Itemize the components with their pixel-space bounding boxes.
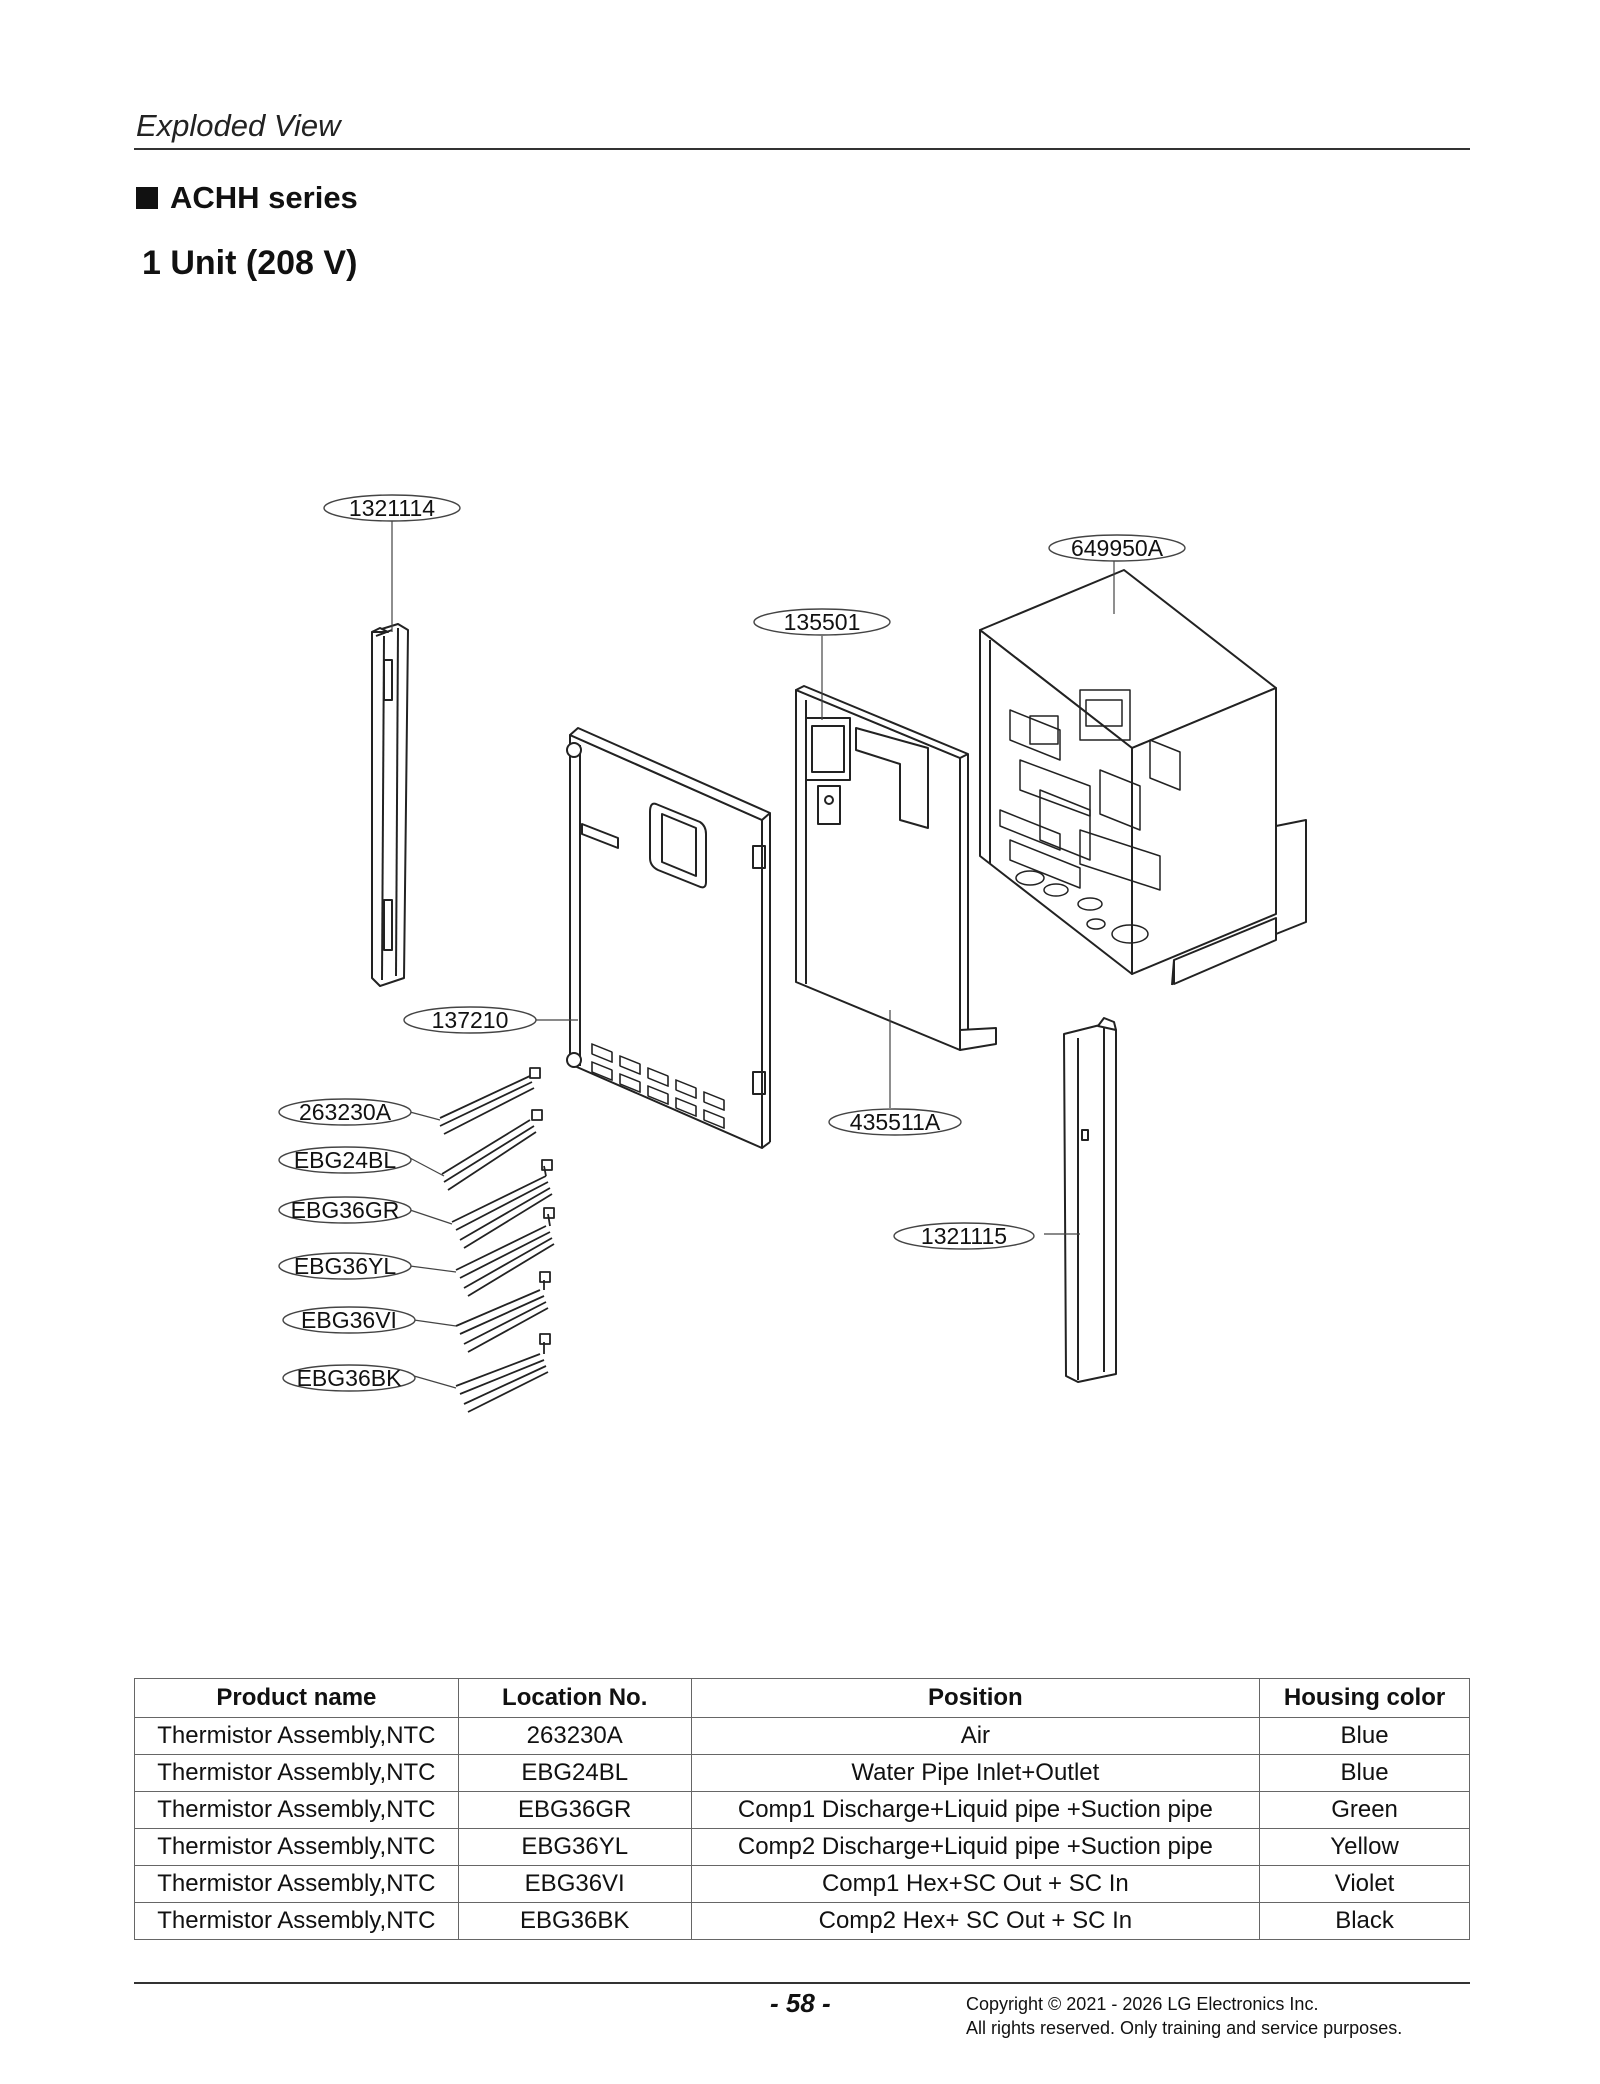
thermistor-EBG36GR xyxy=(451,1159,553,1249)
callout-EBG36GR-bubble xyxy=(278,1196,412,1224)
cell-location-no: EBG36VI xyxy=(457,1865,692,1903)
callout-1321115: 1321115 xyxy=(921,1223,1007,1249)
cell-position: Comp2 Discharge+Liquid pipe +Suction pip… xyxy=(690,1828,1261,1866)
page-number: - 58 - xyxy=(770,1988,831,2018)
callout-649950A-bubble xyxy=(1048,534,1186,562)
cell-product-name: Thermistor Assembly,NTC xyxy=(134,1791,459,1829)
table-row: Thermistor Assembly,NTC 263230A Air Blue xyxy=(134,1717,1470,1755)
page-header-title: Exploded View xyxy=(136,108,341,143)
cell-location-no: EBG36BK xyxy=(457,1902,692,1940)
callout-EBG36VI: EBG36VI xyxy=(301,1307,397,1333)
copyright-line-1: Copyright © 2021 - 2026 LG Electronics I… xyxy=(966,1994,1319,2014)
table-row: Thermistor Assembly,NTC EBG36BK Comp2 He… xyxy=(134,1902,1470,1940)
callout-EBG36BK-bubble xyxy=(282,1364,416,1392)
table-header-row: Product name Location No. Position Housi… xyxy=(134,1678,1470,1718)
inner-control-panel xyxy=(795,685,997,1051)
callout-EBG36YL-bubble xyxy=(278,1252,412,1280)
cell-product-name: Thermistor Assembly,NTC xyxy=(134,1717,459,1755)
table-row: Thermistor Assembly,NTC EBG36GR Comp1 Di… xyxy=(134,1791,1470,1829)
column-header-position: Position xyxy=(690,1678,1261,1718)
thermistor-263230A xyxy=(439,1067,541,1135)
cell-position: Comp1 Discharge+Liquid pipe +Suction pip… xyxy=(690,1791,1261,1829)
callout-EBG24BL-bubble xyxy=(278,1146,412,1174)
thermistor-EBG36VI xyxy=(455,1271,551,1353)
callout-649950A: 649950A xyxy=(1071,535,1164,561)
cell-product-name: Thermistor Assembly,NTC xyxy=(134,1828,459,1866)
cell-position: Comp1 Hex+SC Out + SC In xyxy=(690,1865,1261,1903)
cell-housing-color: Yellow xyxy=(1259,1828,1470,1866)
front-door-panel xyxy=(566,727,771,1149)
callout-EBG36VI-bubble xyxy=(282,1306,416,1334)
main-cabinet xyxy=(979,569,1307,986)
cell-housing-color: Blue xyxy=(1259,1717,1470,1755)
callout-435511A: 435511A xyxy=(850,1109,941,1135)
section-heading-text: ACHH series xyxy=(170,180,358,215)
table-row: Thermistor Assembly,NTC EBG24BL Water Pi… xyxy=(134,1754,1470,1792)
thermistor-bundles xyxy=(439,1067,555,1413)
cell-product-name: Thermistor Assembly,NTC xyxy=(134,1754,459,1792)
column-header-product-name: Product name xyxy=(134,1678,459,1718)
callout-EBG36GR: EBG36GR xyxy=(291,1197,400,1223)
cell-housing-color: Black xyxy=(1259,1902,1470,1940)
callout-EBG36YL: EBG36YL xyxy=(294,1253,396,1279)
callout-137210: 137210 xyxy=(432,1007,509,1033)
cell-location-no: EBG36YL xyxy=(457,1828,692,1866)
copyright-notice: Copyright © 2021 - 2026 LG Electronics I… xyxy=(966,1992,1402,2040)
left-side-rail xyxy=(371,623,409,987)
callout-263230A-bubble xyxy=(278,1098,412,1126)
callout-EBG36BK: EBG36BK xyxy=(297,1365,402,1391)
cell-product-name: Thermistor Assembly,NTC xyxy=(134,1865,459,1903)
thermistor-EBG36BK xyxy=(455,1333,551,1413)
callout-137210-bubble xyxy=(403,1006,537,1034)
thermistor-EBG24BL xyxy=(441,1109,543,1191)
cell-housing-color: Green xyxy=(1259,1791,1470,1829)
unit-heading: 1 Unit (208 V) xyxy=(142,244,358,282)
cell-position: Comp2 Hex+ SC Out + SC In xyxy=(690,1902,1261,1940)
cell-location-no: 263230A xyxy=(457,1717,692,1755)
table-row: Thermistor Assembly,NTC EBG36VI Comp1 He… xyxy=(134,1865,1470,1903)
section-heading: ACHH series xyxy=(136,180,358,216)
callout-EBG24BL: EBG24BL xyxy=(294,1147,396,1173)
thermistor-parts-table: Product name Location No. Position Housi… xyxy=(134,1678,1470,1940)
callout-1321115-bubble xyxy=(893,1222,1035,1250)
copyright-line-2: All rights reserved. Only training and s… xyxy=(966,2018,1403,2038)
right-side-rail xyxy=(1063,1017,1117,1383)
cell-location-no: EBG36GR xyxy=(457,1791,692,1829)
column-header-location-no: Location No. xyxy=(457,1678,692,1718)
cell-position: Water Pipe Inlet+Outlet xyxy=(690,1754,1261,1792)
callout-263230A: 263230A xyxy=(299,1099,392,1125)
cell-position: Air xyxy=(690,1717,1261,1755)
callout-1321114-bubble xyxy=(323,494,461,522)
exploded-view-diagram: 1321114 649950A 135501 137210 435511A 13… xyxy=(278,494,1307,1413)
callout-135501: 135501 xyxy=(784,609,861,635)
header-divider xyxy=(134,148,1470,150)
leader-lines xyxy=(391,520,1115,1389)
callout-135501-bubble xyxy=(753,608,891,636)
footer-divider xyxy=(134,1982,1470,1984)
bullet-square-icon xyxy=(136,187,158,209)
cell-location-no: EBG24BL xyxy=(457,1754,692,1792)
cell-housing-color: Violet xyxy=(1259,1865,1470,1903)
cell-housing-color: Blue xyxy=(1259,1754,1470,1792)
column-header-housing-color: Housing color xyxy=(1259,1678,1470,1718)
cell-product-name: Thermistor Assembly,NTC xyxy=(134,1902,459,1940)
thermistor-EBG36YL xyxy=(455,1207,555,1297)
table-row: Thermistor Assembly,NTC EBG36YL Comp2 Di… xyxy=(134,1828,1470,1866)
callout-1321114: 1321114 xyxy=(349,495,435,521)
callout-435511A-bubble xyxy=(828,1108,962,1136)
